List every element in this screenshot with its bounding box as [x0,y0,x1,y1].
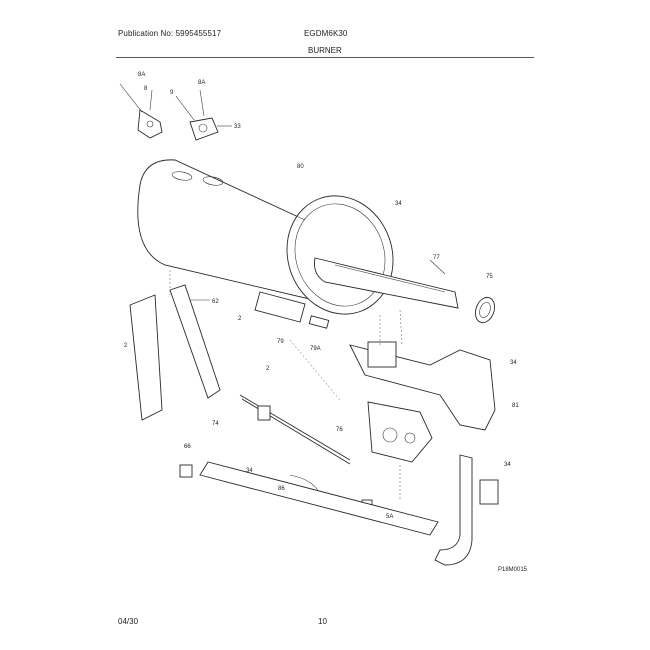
thermostat-part [119,83,232,141]
callout-label: 34 [395,201,402,207]
manifold-pipe-part [199,454,499,566]
footer-date: 04/30 [118,617,139,626]
callout-label: 8A [198,80,205,86]
callout-label: 8A [138,72,145,78]
callout-label: 2 [238,316,242,322]
callout-label: 5A [386,514,393,520]
callout-label: 62 [212,299,219,305]
callout-label: 80 [297,164,304,170]
callout-label: 34 [504,462,511,468]
support-bracket-part [129,284,221,421]
callout-label: 75 [486,274,493,280]
callout-label: 76 [336,427,343,433]
flame-sensor-part [239,394,351,465]
callout-label: 2 [124,343,128,349]
callout-label: 8 [144,86,148,92]
gas-valve-part [367,401,433,463]
callout-label: 79A [310,346,321,352]
callout-label: 34 [246,468,253,474]
spacer-part [179,464,193,478]
burner-exploded-diagram: 8A 8 8A 9 33 80 34 77 75 62 2 2 2 79 79A… [119,72,528,573]
mounting-bracket-part [349,341,496,431]
callout-label: 79 [277,339,284,345]
callout-label: 86 [278,486,285,492]
model-number: EGDM6K30 [304,29,348,38]
figure-id: P18M0015 [498,567,528,573]
callout-label: 9 [170,90,174,96]
burner-tube-part [314,257,459,309]
footer-page-number: 10 [318,617,327,626]
section-title: BURNER [308,46,342,55]
callout-label: 2 [266,366,270,372]
callout-label: 34 [510,360,517,366]
igniter-part [254,291,330,329]
callout-label: 66 [184,444,191,450]
callout-label: 74 [212,421,219,427]
callout-label: 77 [433,255,440,261]
callout-label: 81 [512,403,519,409]
callout-label: 33 [234,124,241,130]
alignment-lines [169,270,403,500]
burner-ring-part [474,296,496,324]
header-rule [116,57,534,58]
publication-number: Publication No: 5995455517 [118,29,222,38]
